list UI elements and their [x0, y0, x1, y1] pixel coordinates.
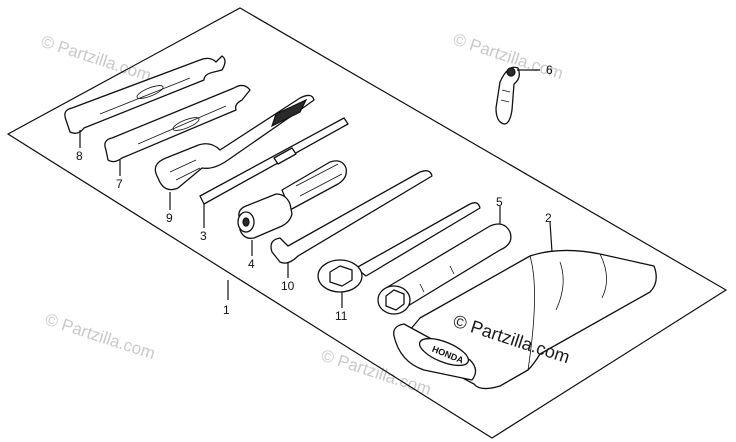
tool-item-7	[104, 84, 251, 176]
label-6: 6	[546, 63, 553, 77]
tool-item-8	[64, 55, 226, 148]
tool-item-11	[317, 202, 481, 308]
label-5: 5	[496, 195, 503, 209]
watermark-top-left: © Partzilla.com	[39, 32, 154, 85]
label-9: 9	[166, 211, 173, 225]
assembly-outline	[6, 7, 728, 439]
label-11: 11	[335, 309, 348, 323]
tool-item-4	[237, 160, 347, 256]
watermark-bottom-left: © Partzilla.com	[43, 310, 158, 363]
tool-item-2-bag: HONDA	[393, 221, 657, 390]
label-10: 10	[281, 279, 295, 293]
tool-item-9	[154, 94, 315, 210]
tool-item-10	[270, 170, 433, 278]
tool-item-6	[495, 66, 540, 125]
tool-item-3	[199, 117, 349, 228]
label-7: 7	[116, 177, 123, 191]
label-2: 2	[545, 211, 552, 225]
tool-item-5	[377, 206, 512, 315]
label-1: 1	[223, 303, 230, 317]
label-3: 3	[200, 229, 207, 243]
label-8: 8	[76, 149, 83, 163]
label-4: 4	[248, 257, 255, 271]
